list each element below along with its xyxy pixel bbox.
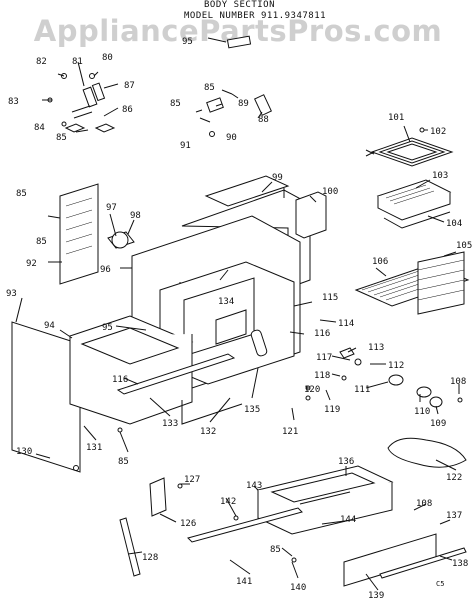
callout: 117	[316, 353, 332, 363]
rack-support	[417, 251, 465, 315]
callout: 80	[102, 53, 113, 63]
callout: 122	[446, 473, 462, 483]
callout: 120	[304, 385, 320, 395]
callout: 112	[388, 361, 404, 371]
bottom-trim	[116, 353, 243, 425]
footer-code: C5	[436, 580, 444, 588]
callout: 114	[338, 319, 354, 329]
callout: 141	[236, 577, 252, 587]
callout: 108	[450, 377, 466, 387]
callout: 102	[430, 127, 446, 137]
callout: 86	[122, 105, 133, 115]
callout: 132	[200, 427, 216, 437]
callout: 95	[182, 37, 193, 47]
callout: 81	[72, 57, 83, 67]
bake-element	[387, 437, 467, 468]
callout: 136	[338, 457, 354, 467]
callout: 121	[282, 427, 298, 437]
broil-element	[365, 127, 454, 167]
callout: 118	[314, 371, 330, 381]
top-center-clips	[195, 35, 272, 137]
callout: 100	[322, 187, 338, 197]
callout: 105	[456, 241, 472, 251]
callout: 91	[180, 141, 191, 151]
callout: 110	[414, 407, 430, 417]
callout: 103	[432, 171, 448, 181]
callout: 142	[220, 497, 236, 507]
callout: 127	[184, 475, 200, 485]
drawer-bracket	[73, 427, 297, 563]
callout: 144	[340, 515, 356, 525]
side-panel	[59, 183, 135, 285]
callout: 88	[258, 115, 269, 125]
callout: 134	[218, 297, 234, 307]
callout: 85	[204, 83, 215, 93]
callout: 94	[44, 321, 55, 331]
drawer-front	[343, 533, 437, 587]
callout: 97	[106, 203, 117, 213]
callout: 99	[272, 173, 283, 183]
drawer-rails	[119, 507, 467, 579]
callout: 111	[354, 385, 370, 395]
callout: 82	[36, 57, 47, 67]
callout-labels: 95 82 81 80 87 83 84 86 85 85 89 85 88 9…	[6, 37, 472, 600]
callout: 85	[36, 237, 47, 247]
callout: 113	[368, 343, 384, 353]
callout: 83	[8, 97, 19, 107]
hinge-bracket-assembly	[42, 71, 116, 133]
callout: 137	[446, 511, 462, 521]
callout: 131	[86, 443, 102, 453]
callout: 115	[322, 293, 338, 303]
callout: 126	[180, 519, 196, 529]
callout: 108	[416, 499, 432, 509]
callout: 101	[388, 113, 404, 123]
callout: 95	[102, 323, 113, 333]
callout: 116	[112, 375, 128, 385]
callout: 128	[142, 553, 158, 563]
storage-drawer	[256, 465, 394, 535]
callout: 133	[162, 419, 178, 429]
diagram-title: BODY SECTION	[204, 0, 276, 10]
callout: 85	[56, 133, 67, 143]
callout: 89	[238, 99, 249, 109]
callout: 116	[314, 329, 330, 339]
callout: 139	[368, 591, 384, 600]
broiler-pan	[376, 179, 452, 229]
callout: 98	[130, 211, 141, 221]
callout: 104	[446, 219, 462, 229]
callout: 135	[244, 405, 260, 415]
model-number: MODEL NUMBER 911.9347811	[184, 11, 327, 21]
callout: 109	[430, 419, 446, 429]
callout: 85	[16, 189, 27, 199]
callout: 93	[6, 289, 17, 299]
callout: 90	[226, 133, 237, 143]
callout: 96	[100, 265, 111, 275]
callout: 87	[124, 81, 135, 91]
callout: 130	[16, 447, 32, 457]
callout: 138	[452, 559, 468, 569]
oven-door	[11, 315, 194, 473]
callout: 85	[118, 457, 129, 467]
leader-lines	[15, 37, 460, 591]
callout: 92	[26, 259, 37, 269]
callout: 84	[34, 123, 45, 133]
callout: 119	[324, 405, 340, 415]
callout: 85	[170, 99, 181, 109]
callout: 106	[372, 257, 388, 267]
callout: 85	[270, 545, 281, 555]
callout: 143	[246, 481, 262, 491]
oven-liner	[159, 261, 295, 385]
callout: 140	[290, 583, 306, 593]
